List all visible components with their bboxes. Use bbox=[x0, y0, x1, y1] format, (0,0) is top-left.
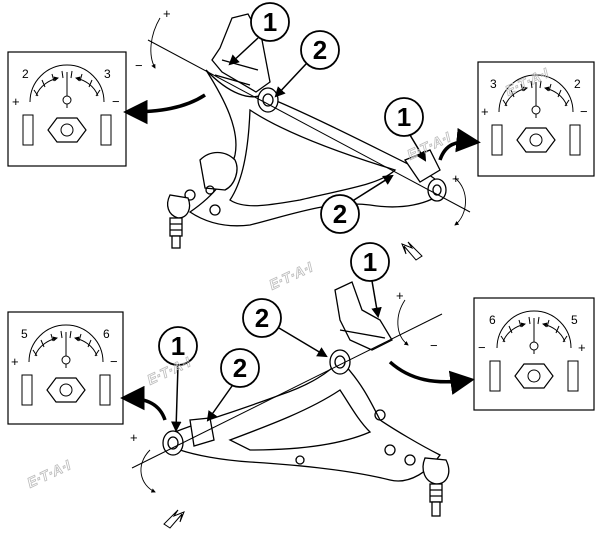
arrow-to-gauge-top-right bbox=[438, 127, 481, 161]
bottom-rotation-arrow-rear bbox=[397, 299, 409, 346]
top-pivot-axis bbox=[147, 39, 471, 213]
forward-direction-arrow-top bbox=[401, 241, 423, 261]
top-rotation-arrow-front bbox=[150, 17, 161, 69]
gauge-bottom-right-mark-left: 6 bbox=[489, 313, 496, 327]
svg-text:2: 2 bbox=[255, 303, 269, 333]
bottom-rotation-arrow-front bbox=[140, 449, 156, 493]
callout-bottom-left-1: 1 bbox=[158, 326, 198, 433]
gauge-bottom-left-mark-left: 5 bbox=[21, 327, 28, 341]
callout-top-right-2: 2 bbox=[320, 174, 394, 234]
gauge-bottom-left-plus: + bbox=[11, 354, 19, 369]
gauge-bottom-left-minus: − bbox=[110, 354, 118, 369]
gauge-bottom-right-plus: + bbox=[578, 340, 586, 355]
bottom-pivot-axis bbox=[131, 313, 443, 469]
gauge-top-left-minus: − bbox=[112, 94, 120, 109]
gauge-top-left-plus: + bbox=[12, 94, 20, 109]
gauge-bottom-right-minus: − bbox=[478, 340, 486, 355]
top-upper-plus: + bbox=[163, 6, 171, 21]
svg-text:1: 1 bbox=[397, 102, 411, 132]
top-right-plus: + bbox=[452, 171, 460, 186]
gauge-bottom-left-mark-right: 6 bbox=[103, 327, 110, 341]
gauge-top-right-minus: − bbox=[580, 104, 588, 119]
gauge-box-bottom-left: 5 6 + − bbox=[7, 311, 124, 425]
watermark-2: E·T·A·I bbox=[267, 258, 316, 292]
top-upper-minus: − bbox=[135, 58, 143, 73]
callout-bottom-right-2: 2 bbox=[242, 298, 328, 358]
gauge-bottom-right-mark-right: 5 bbox=[571, 313, 578, 327]
top-rotation-arrow-rear bbox=[454, 177, 466, 226]
gauge-top-left-mark-right: 3 bbox=[104, 67, 111, 81]
callout-bottom-left-2: 2 bbox=[206, 348, 260, 422]
lower-control-arm-bottom bbox=[162, 281, 450, 517]
watermark-4: E·T·A·I bbox=[25, 456, 74, 490]
bottom-left-plus: + bbox=[130, 430, 138, 445]
callout-top-left-1: 1 bbox=[228, 2, 290, 66]
gauge-box-bottom-right: 6 5 − + bbox=[473, 297, 595, 411]
callout-top-left-2: 2 bbox=[274, 30, 340, 98]
callout-bottom-right-1: 1 bbox=[350, 242, 390, 319]
gauge-box-top-left: 2 3 + − bbox=[7, 51, 127, 167]
gauge-top-right-plus: + bbox=[481, 104, 489, 119]
callout-top-right-1: 1 bbox=[384, 97, 427, 162]
gauge-box-top-right: 3 2 + − bbox=[477, 61, 595, 177]
gauge-top-right-mark-left: 3 bbox=[490, 77, 497, 91]
bottom-upper-minus: − bbox=[430, 338, 438, 353]
gauge-top-left-mark-left: 2 bbox=[22, 67, 29, 81]
gauge-top-right-mark-right: 2 bbox=[574, 77, 581, 91]
arrow-to-gauge-top-left bbox=[123, 93, 206, 125]
svg-text:2: 2 bbox=[333, 199, 347, 229]
arrow-to-gauge-bottom-right bbox=[388, 360, 475, 395]
svg-text:1: 1 bbox=[263, 7, 277, 37]
arrow-to-gauge-bottom-left bbox=[120, 385, 167, 421]
svg-text:1: 1 bbox=[171, 331, 185, 361]
forward-direction-arrow-bottom bbox=[163, 509, 185, 529]
svg-text:2: 2 bbox=[233, 353, 247, 383]
svg-text:1: 1 bbox=[363, 247, 377, 277]
svg-text:2: 2 bbox=[313, 35, 327, 65]
bottom-upper-plus: + bbox=[396, 288, 404, 303]
